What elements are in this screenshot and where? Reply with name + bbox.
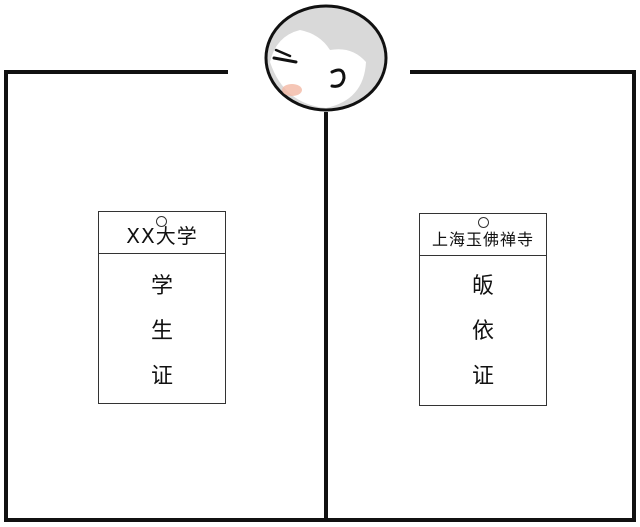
card-header: XX大学 (99, 212, 225, 254)
card-body: 皈 依 证 (420, 256, 546, 390)
card-hole (478, 217, 489, 228)
card-hole (156, 216, 167, 227)
card-text-line: 皈 (471, 274, 494, 299)
card-text-line: 学 (150, 274, 173, 299)
card-title: XX大学 (126, 224, 198, 248)
card-text-line: 生 (150, 319, 173, 344)
card-header: 上海玉佛禅寺 (420, 214, 546, 256)
card-text-line: 证 (150, 364, 173, 389)
card-text-line: 依 (471, 319, 494, 344)
monk-head-icon (264, 4, 388, 112)
card-text-line: 证 (471, 364, 494, 389)
frame-border (4, 70, 636, 522)
student-id-card: XX大学 学 生 证 (98, 211, 226, 404)
refuge-certificate-card: 上海玉佛禅寺 皈 依 证 (419, 213, 547, 406)
card-body: 学 生 证 (99, 254, 225, 390)
card-title: 上海玉佛禅寺 (431, 230, 534, 249)
